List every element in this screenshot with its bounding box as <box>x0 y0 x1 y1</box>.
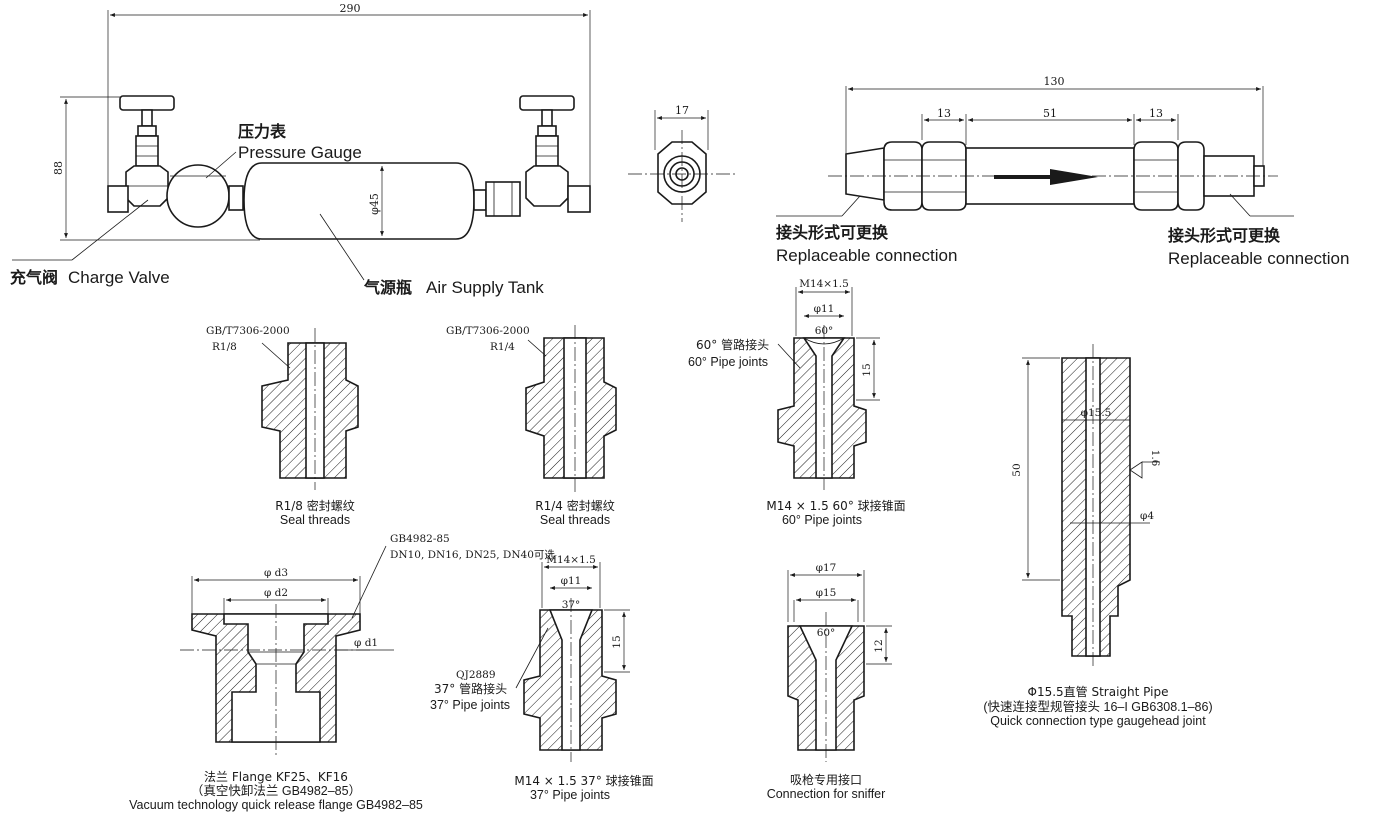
straight-pipe-caption-1: Φ15.5直管 Straight Pipe <box>1028 684 1169 699</box>
m14-60-dia: φ11 <box>814 303 835 315</box>
dim-13-left: 13 <box>937 107 951 120</box>
part-r14: GB/T7306-2000 R1/4 R1/4 密封螺纹 Seal thread… <box>446 325 617 527</box>
m14-60-caption-en: 60° Pipe joints <box>782 513 862 527</box>
replaceable-label-left-cn: 接头形式可更换 <box>776 223 889 242</box>
dim-tank-dia: φ45 <box>368 193 381 215</box>
r14-caption-en: Seal threads <box>540 513 610 527</box>
part-straight-pipe: 50 φ15.5 φ4 1.6 Φ15.5直管 Straight Pipe (快… <box>983 344 1213 728</box>
r14-std: GB/T7306-2000 <box>446 325 530 337</box>
sniffer-dia-inner: φ15 <box>816 587 837 599</box>
m14-37-depth: 15 <box>611 635 623 648</box>
flange-options: D​N10, D​N16, D​N25, D​N40可选 <box>390 548 555 561</box>
dim-88: 88 <box>52 161 65 175</box>
valve-label-en: Charge Valve <box>68 268 170 287</box>
m14-37-caption-en: 37° Pipe joints <box>530 788 610 802</box>
valve-label-cn: 充气阀 <box>10 268 58 287</box>
part-m14-60: M14×1.5 φ11 60° 15 60° 管路接头 60° Pipe joi… <box>688 278 906 527</box>
gauge-label-en: Pressure Gauge <box>238 143 362 162</box>
tank-label-en: Air Supply Tank <box>426 278 544 297</box>
sniffer-angle: 60° <box>817 627 836 639</box>
dim-13-right: 13 <box>1149 107 1163 120</box>
assembly-view: 290 88 φ45 <box>10 2 591 297</box>
dim-17: 17 <box>675 104 689 117</box>
gauge-label-cn: 压力表 <box>238 122 287 141</box>
sniffer-caption-cn: 吸枪专用接口 <box>790 772 862 787</box>
flange-caption-3: Vacuum technology quick release flange G… <box>129 798 423 812</box>
pressure-gauge <box>166 164 230 228</box>
charge-valve <box>107 95 175 213</box>
straight-pipe-caption-3: Quick connection type gaugehead joint <box>990 714 1206 728</box>
part-r18: GB/T7306-2000 R1/8 R1/8 密封螺纹 Seal thread… <box>206 325 359 527</box>
straight-pipe-bore: φ4 <box>1140 510 1154 522</box>
part-flange: φ d3 φ d2 φ d1 GB4982-85 D​N10, D​N16, D… <box>129 533 555 812</box>
r18-thread: R1/8 <box>212 341 237 353</box>
air-supply-tank <box>243 162 475 240</box>
m14-60-joint-en: 60° Pipe joints <box>688 355 768 369</box>
m14-37-std: QJ2889 <box>456 669 496 681</box>
m14-60-caption-cn: M14 × 1.5 60° 球接锥面 <box>766 498 905 513</box>
dim-130: 130 <box>1044 75 1065 88</box>
part-sniffer: φ17 φ15 60° 12 吸枪专用接口 Connection for sni… <box>767 562 892 801</box>
straight-pipe-roughness: 1.6 <box>1149 450 1161 467</box>
r14-thread: R1/4 <box>490 341 515 353</box>
r18-caption-en: Seal threads <box>280 513 350 527</box>
part-m14-37: M14×1.5 φ11 37° 15 QJ2889 37° 管路接头 37° P… <box>430 554 654 802</box>
r18-caption-cn: R1/8 密封螺纹 <box>275 498 354 513</box>
m14-60-depth: 15 <box>861 363 873 376</box>
straight-pipe-dia: φ15.5 <box>1081 407 1112 419</box>
m14-60-joint-cn: 60° 管路接头 <box>696 337 769 352</box>
m14-37-joint-en: 37° Pipe joints <box>430 698 510 712</box>
flange-d1: φ d1 <box>354 637 378 649</box>
straight-pipe-caption-2: (快速连接型规管接头 16–I GB6308.1–86) <box>983 699 1212 714</box>
flange-d2: φ d2 <box>264 587 288 599</box>
sniffer-tube-view: 130 13 51 13 接头形式可更换 Replaceable co <box>776 75 1349 268</box>
tank-label-cn: 气源瓶 <box>363 278 412 297</box>
sniffer-dia-outer: φ17 <box>816 562 837 574</box>
sniffer-caption-en: Connection for sniffer <box>767 787 886 801</box>
replaceable-label-right-cn: 接头形式可更换 <box>1168 226 1281 245</box>
m14-37-caption-cn: M14 × 1.5 37° 球接锥面 <box>514 773 653 788</box>
replaceable-label-right-en: Replaceable connection <box>1168 249 1349 268</box>
outlet-valve <box>519 95 591 213</box>
straight-pipe-length: 50 <box>1011 463 1023 476</box>
sniffer-depth: 12 <box>873 639 885 652</box>
m14-37-joint-cn: 37° 管路接头 <box>434 681 507 696</box>
flange-caption-2: （真空快卸法兰 GB4982–85） <box>191 783 361 798</box>
nut-end-view: 17 <box>628 104 736 222</box>
dim-51: 51 <box>1043 107 1057 120</box>
r14-caption-cn: R1/4 密封螺纹 <box>535 498 614 513</box>
dim-290: 290 <box>340 2 361 15</box>
flange-std: GB4982-85 <box>390 533 450 545</box>
m14-60-thread: M14×1.5 <box>799 278 849 290</box>
m14-37-thread: M14×1.5 <box>546 554 596 566</box>
m14-37-dia: φ11 <box>561 575 582 587</box>
r18-std: GB/T7306-2000 <box>206 325 290 337</box>
flange-caption-1: 法兰 Flange KF25、KF16 <box>204 770 348 784</box>
replaceable-label-left-en: Replaceable connection <box>776 246 957 265</box>
flange-d3: φ d3 <box>264 567 288 579</box>
